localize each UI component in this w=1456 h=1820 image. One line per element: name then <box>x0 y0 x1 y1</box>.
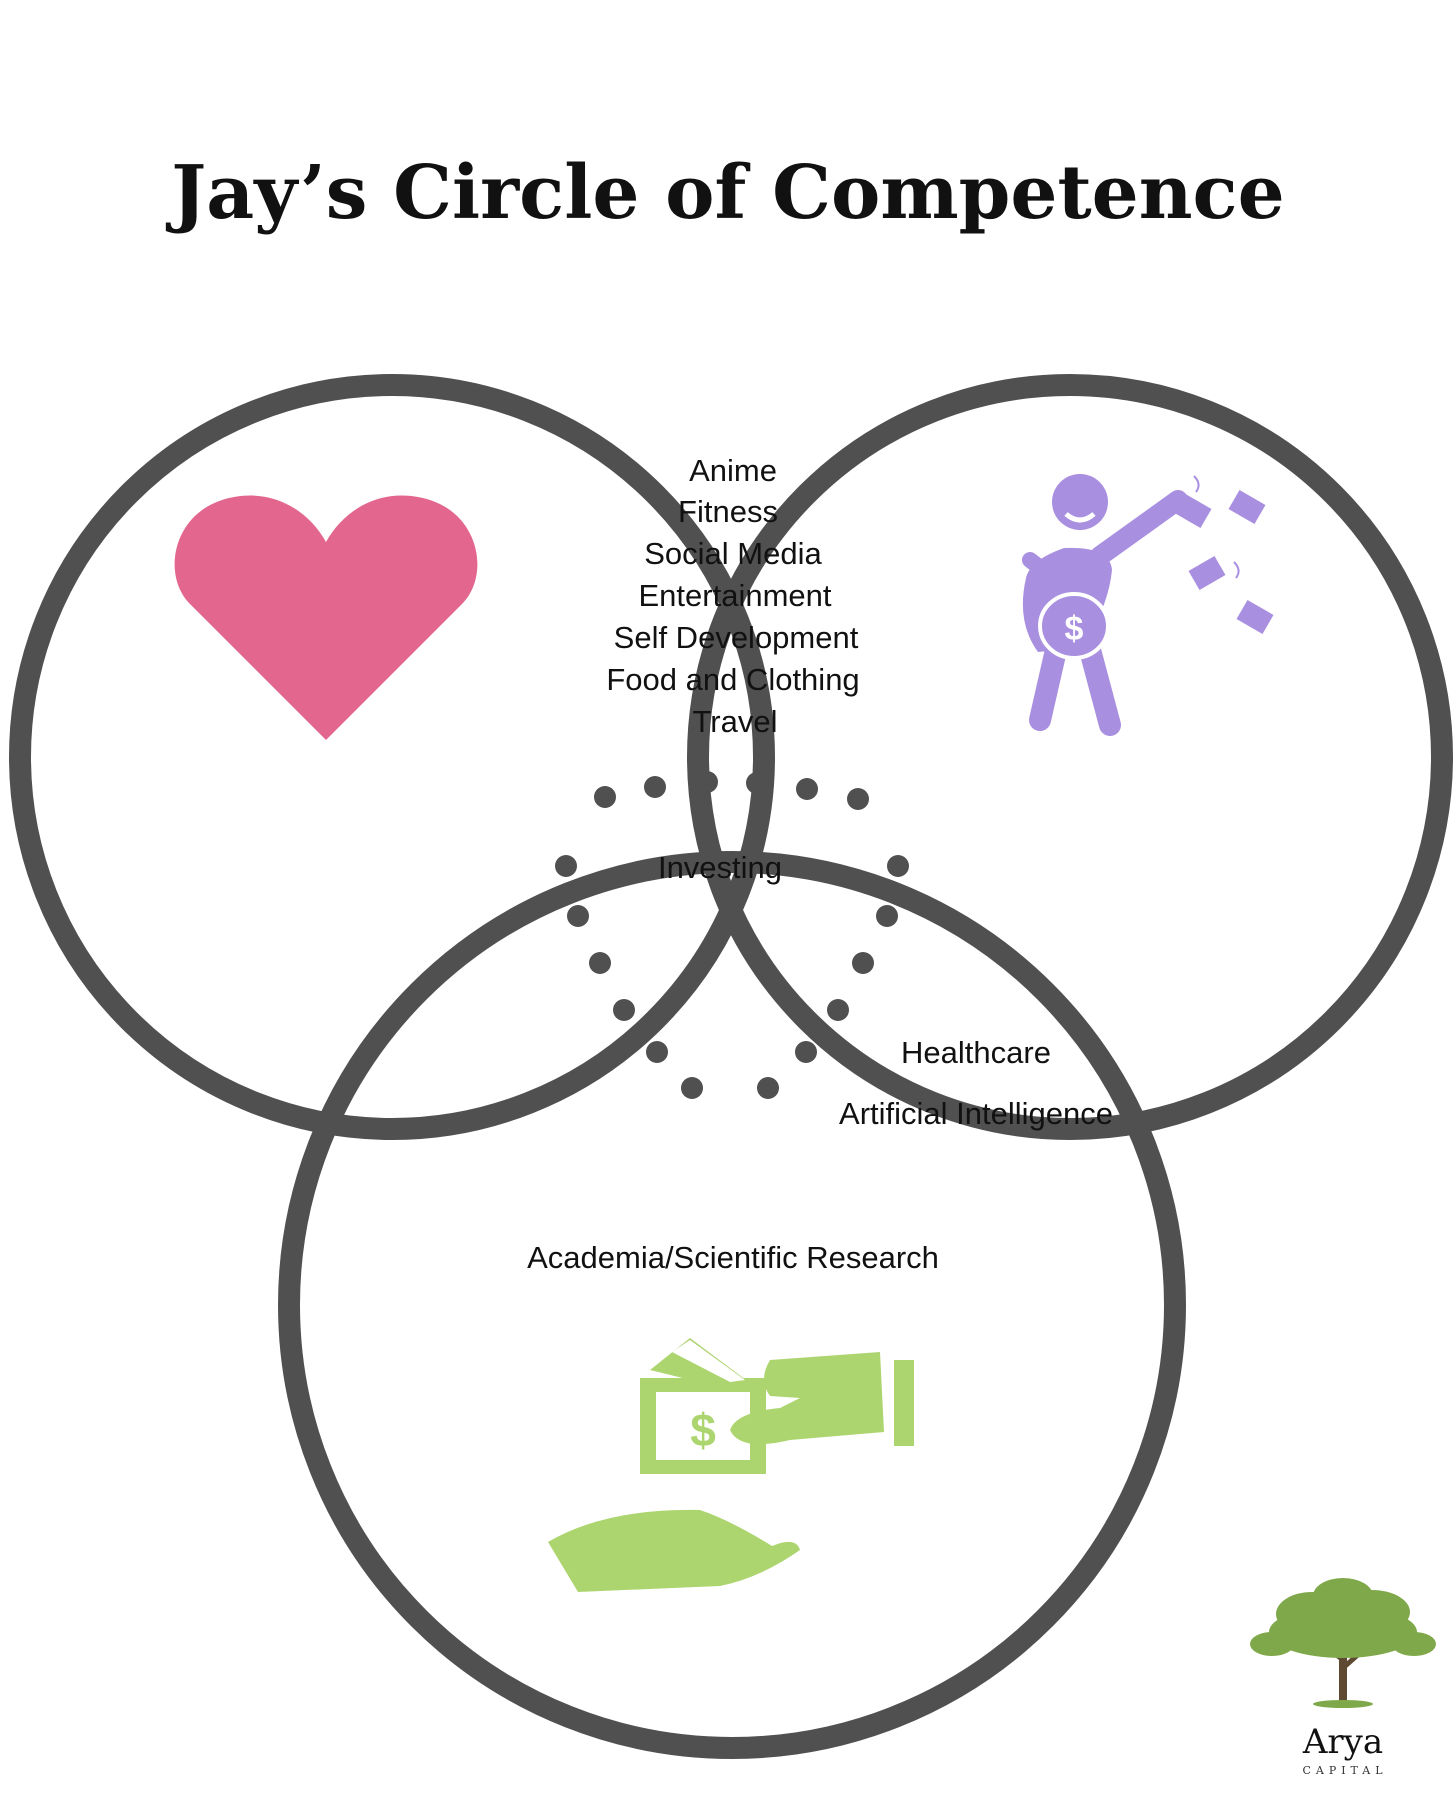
region-label: Artificial Intelligence <box>839 1096 1113 1131</box>
region-label: Food and Clothing <box>606 662 859 697</box>
region-love-wealth-labels: Anime Fitness Social Media Entertainment… <box>606 453 859 739</box>
svg-text:$: $ <box>1065 610 1084 648</box>
person-throwing-money-icon: $ <box>1022 474 1274 736</box>
center-label: Investing <box>658 850 782 885</box>
money-hands-icon: $ <box>548 1338 914 1592</box>
svg-text:$: $ <box>690 1404 716 1456</box>
region-label: Entertainment <box>639 578 832 613</box>
center-dotted-boundary <box>555 771 909 1099</box>
region-label: Healthcare <box>901 1035 1051 1070</box>
region-label: Fitness <box>678 494 778 529</box>
circle-wealth <box>687 374 1453 1140</box>
region-label: Anime <box>689 453 777 488</box>
region-label: Travel <box>693 704 778 739</box>
circle-love <box>9 374 775 1140</box>
tree-logo-icon <box>1250 1578 1436 1708</box>
heart-icon <box>174 495 478 740</box>
brand-tagline: CAPITAL <box>1302 1764 1387 1777</box>
diagram-title: Jay’s Circle of Competence <box>171 150 1285 236</box>
brand-name: Arya <box>1302 1722 1383 1762</box>
region-label: Academia/Scientific Research <box>527 1240 939 1275</box>
region-label: Self Development <box>614 620 859 655</box>
region-label: Social Media <box>644 536 822 571</box>
circle-payment <box>278 851 1186 1759</box>
